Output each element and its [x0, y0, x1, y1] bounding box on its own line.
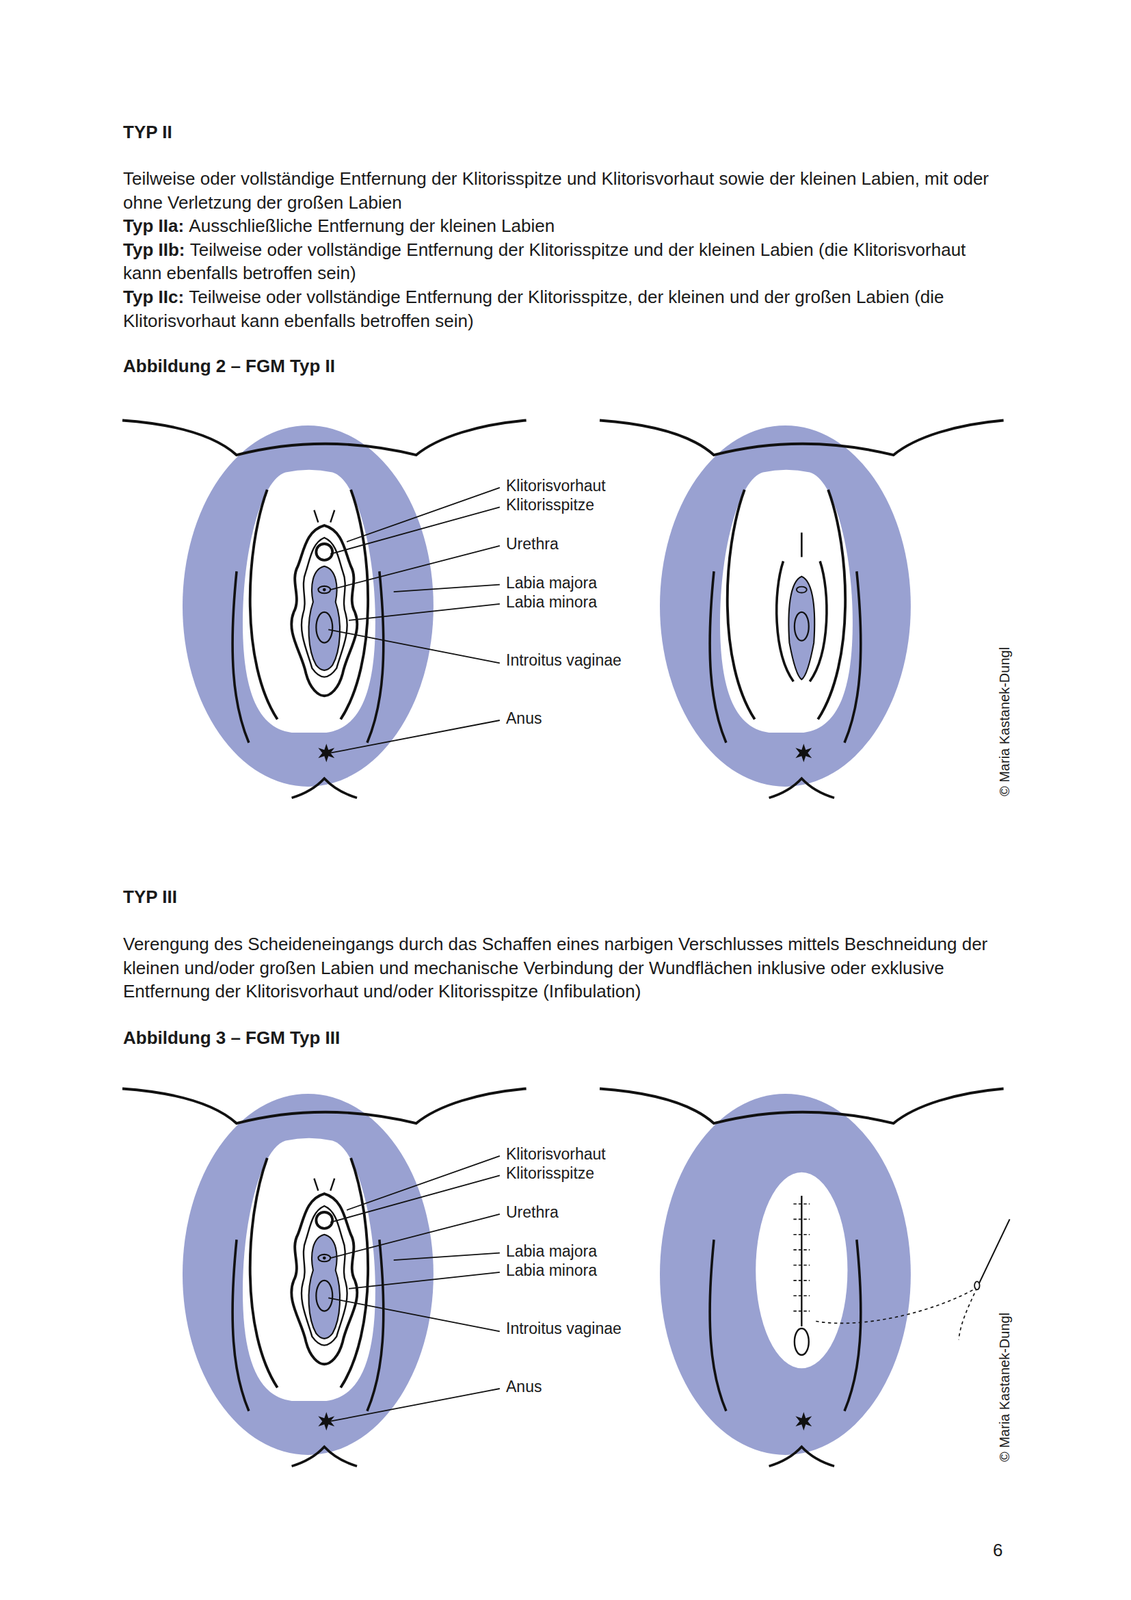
text-line: © Maria Kastanek-Dungl — [996, 1312, 1013, 1462]
part-label: Anus — [506, 709, 542, 727]
part-label: Klitorisspitze — [506, 1163, 595, 1182]
part-label: Introitus vaginae — [506, 1319, 622, 1337]
copyright-note-block: © Maria Kastanek-Dungl — [996, 646, 1013, 796]
text-line: Typ IIb:Teilweise oder vollständige Entf… — [123, 237, 1006, 286]
part-label: Labia majora — [506, 1241, 597, 1260]
text-line: Abbildung 3 – FGM Typ III — [123, 1025, 739, 1049]
text-line: Klitorisvorhaut — [506, 1143, 780, 1164]
part-label-block: Urethra — [506, 534, 780, 554]
copyright-note: © Maria Kastanek-Dungl — [996, 1312, 1013, 1462]
body-text: Verengung des Scheideneingangs durch das… — [123, 933, 988, 1002]
text-line: Labia majora — [506, 1241, 780, 1261]
figure-type-2 — [122, 419, 1004, 798]
text-line: © Maria Kastanek-Dungl — [996, 646, 1013, 796]
part-label: Klitorisvorhaut — [506, 476, 606, 495]
text-line: Urethra — [506, 1202, 780, 1222]
figure-title-block: Abbildung 2 – FGM Typ II — [123, 354, 739, 378]
part-label: Introitus vaginae — [506, 650, 622, 669]
figure-title: Abbildung 3 – FGM Typ III — [123, 1027, 340, 1048]
part-label-block: Labia majora — [506, 573, 780, 593]
text-line: Labia majora — [506, 573, 780, 593]
fgm-type-3-illustration — [599, 1087, 1010, 1466]
text-line: Typ IIc:Teilweise oder vollständige Entf… — [123, 285, 1006, 333]
part-label: Labia minora — [506, 592, 597, 611]
text-line: 6 — [992, 1538, 1034, 1561]
text-line: Klitorisvorhaut — [506, 475, 780, 496]
text-line: Klitorisspitze — [506, 1163, 780, 1183]
section-heading-block: TYP III — [123, 884, 739, 909]
figure-title-block: Abbildung 3 – FGM Typ III — [123, 1025, 739, 1049]
part-label: Labia majora — [506, 573, 597, 592]
part-label-block: Klitorisvorhaut — [506, 1143, 780, 1164]
vulva-illustration — [122, 419, 527, 798]
text-line: Urethra — [506, 534, 780, 554]
part-label: Labia minora — [506, 1260, 597, 1279]
text-line: TYP III — [123, 884, 739, 909]
body-text-block: Teilweise oder vollständige Entfernung d… — [123, 166, 1006, 333]
body-text: Ausschließliche Entfernung der kleinen L… — [188, 215, 555, 236]
part-label-block: Klitorisspitze — [506, 1163, 780, 1183]
text-line: Abbildung 2 – FGM Typ II — [123, 354, 739, 378]
body-text-block: Verengung des Scheideneingangs durch das… — [123, 932, 1006, 1004]
part-label-block: Anus — [506, 1376, 780, 1396]
text-line: Introitus vaginae — [506, 1318, 780, 1338]
body-text: Teilweise oder vollständige Entfernung d… — [123, 239, 966, 284]
type-label: Typ IIb: — [123, 239, 186, 260]
text-line: Introitus vaginae — [506, 650, 780, 670]
part-label: Urethra — [506, 1202, 559, 1221]
section-heading-block: TYP II — [123, 120, 739, 144]
type-label: Typ IIc: — [123, 286, 184, 308]
part-label-block: Labia minora — [506, 1260, 780, 1280]
text-line: Labia minora — [506, 592, 780, 612]
text-line: Typ IIa:Ausschließliche Entfernung der k… — [123, 214, 1006, 238]
section-heading: TYP II — [123, 121, 173, 143]
vulva-illustration — [122, 1087, 527, 1466]
part-label-block: Introitus vaginae — [506, 1318, 780, 1338]
figure-type-3 — [122, 1087, 1010, 1466]
part-label: Klitorisvorhaut — [506, 1144, 606, 1163]
copyright-note-block: © Maria Kastanek-Dungl — [996, 1312, 1013, 1462]
part-label-block: Klitorisspitze — [506, 495, 780, 515]
section-heading: TYP III — [123, 886, 178, 907]
body-text: Teilweise oder vollständige Entfernung d… — [123, 286, 945, 331]
text-line: Teilweise oder vollständige Entfernung d… — [123, 166, 1006, 215]
text-line: Anus — [506, 708, 780, 728]
text-line: Verengung des Scheideneingangs durch das… — [123, 932, 1006, 1004]
part-label-block: Urethra — [506, 1202, 780, 1222]
page-number: 6 — [992, 1539, 1003, 1560]
part-label-block: Labia minora — [506, 592, 780, 612]
part-label-block: Labia majora — [506, 1241, 780, 1261]
part-label: Urethra — [506, 534, 559, 553]
text-line: Anus — [506, 1376, 780, 1396]
part-label-block: Anus — [506, 708, 780, 728]
fgm-type-2-illustration — [599, 419, 1004, 798]
part-label: Anus — [506, 1377, 542, 1395]
part-label-block: Introitus vaginae — [506, 650, 780, 670]
type-label: Typ IIa: — [123, 215, 184, 236]
body-text: Teilweise oder vollständige Entfernung d… — [123, 168, 989, 213]
figure-title: Abbildung 2 – FGM Typ II — [123, 355, 336, 377]
copyright-note: © Maria Kastanek-Dungl — [996, 646, 1013, 796]
text-line: TYP II — [123, 120, 739, 144]
page-number-block: 6 — [992, 1538, 1034, 1561]
text-line: Labia minora — [506, 1260, 780, 1280]
text-line: Klitorisspitze — [506, 495, 780, 515]
part-label: Klitorisspitze — [506, 495, 595, 514]
part-label-block: Klitorisvorhaut — [506, 475, 780, 496]
